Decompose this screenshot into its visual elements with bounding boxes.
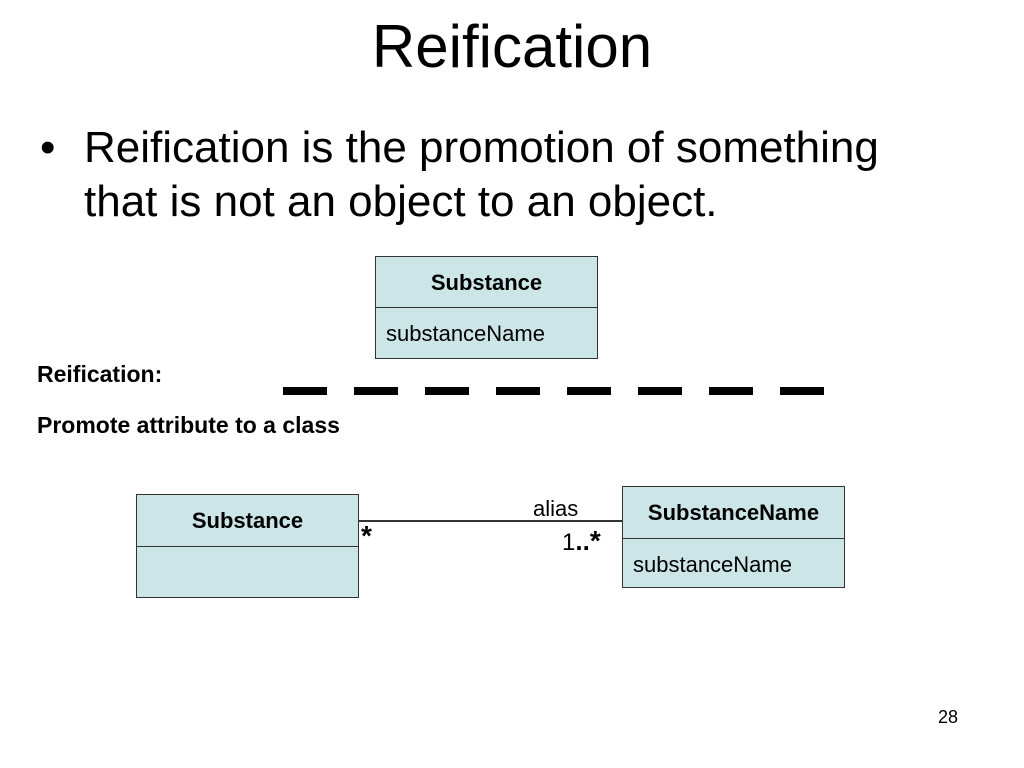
bottom-substance-class: Substance — [136, 494, 359, 598]
substancename-class-name: SubstanceName — [623, 487, 844, 539]
substancename-class: SubstanceName substanceName — [622, 486, 845, 588]
bullet-text: Reification is the promotion of somethin… — [84, 123, 879, 226]
top-substance-class: Substance substanceName — [375, 256, 598, 359]
substancename-attribute: substanceName — [633, 552, 792, 577]
separator-dash — [354, 387, 398, 395]
separator-dash — [496, 387, 540, 395]
separator-dash — [425, 387, 469, 395]
top-substance-class-name: Substance — [376, 257, 597, 308]
reification-label: Reification: — [37, 361, 163, 387]
right-multiplicity: 1..* — [562, 527, 601, 557]
top-substance-attribute: substanceName — [386, 321, 545, 346]
slide-title: Reification — [371, 13, 653, 80]
bottom-substance-class-name: Substance — [137, 495, 358, 547]
separator-dash — [780, 387, 824, 395]
association-line — [358, 520, 622, 522]
separator-dash — [709, 387, 753, 395]
page-number: 28 — [938, 707, 959, 727]
separator-dash — [283, 387, 327, 395]
bullet-marker: • — [40, 123, 56, 172]
bottom-substance-attribute — [137, 547, 358, 597]
right-multiplicity-dots: .. — [575, 526, 590, 556]
right-multiplicity-lower: 1 — [562, 529, 576, 556]
separator-dash — [567, 387, 611, 395]
left-multiplicity: * — [361, 520, 372, 551]
association-role-alias: alias — [533, 496, 579, 521]
separator-dash — [638, 387, 682, 395]
right-multiplicity-upper: * — [589, 525, 601, 556]
promote-attribute-label: Promote attribute to a class — [37, 412, 340, 438]
